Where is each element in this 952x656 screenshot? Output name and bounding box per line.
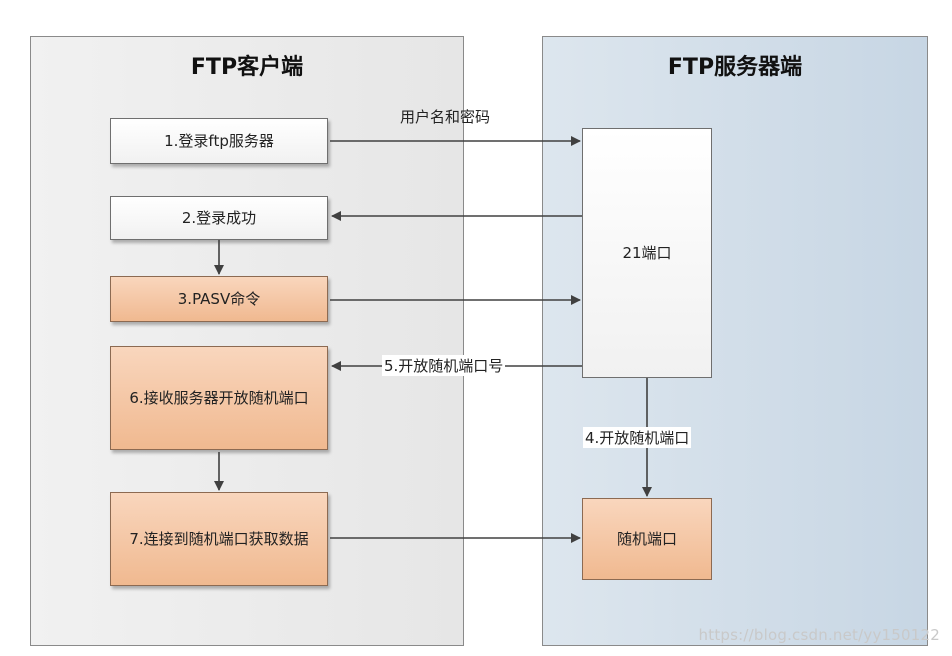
credentials-label: 用户名和密码: [400, 108, 491, 126]
step-receive-port-box: 6.接收服务器开放随机端口: [110, 346, 328, 450]
step-login-box: 1.登录ftp服务器: [110, 118, 328, 164]
client-title: FTP客户端: [190, 55, 304, 80]
random-port-box: 随机端口: [582, 498, 712, 580]
server-title: FTP服务器端: [667, 55, 803, 80]
step-pasv-box: 3.PASV命令: [110, 276, 328, 322]
open-port-number-label: 5.开放随机端口号: [382, 355, 506, 376]
step-login-success-box: 2.登录成功: [110, 196, 328, 240]
open-port-label: 4.开放随机端口: [583, 427, 692, 448]
step-connect-box: 7.连接到随机端口获取数据: [110, 492, 328, 586]
port-21-box: 21端口: [582, 128, 712, 378]
watermark-text: https://blog.csdn.net/yy150122: [698, 626, 940, 644]
